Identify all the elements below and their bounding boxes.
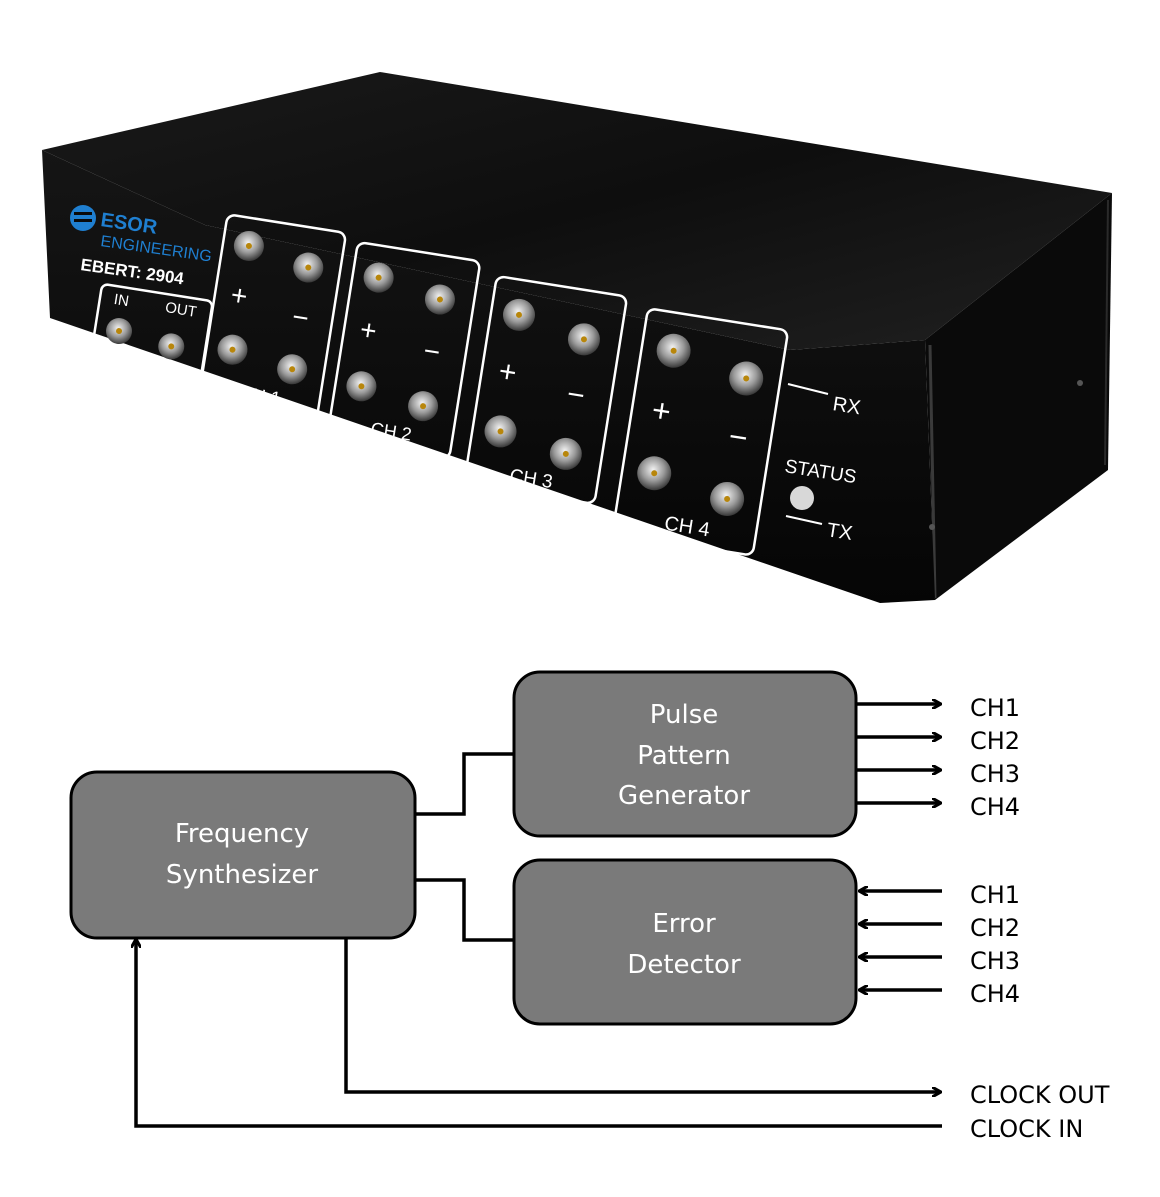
- rx-ch2-label: CH2: [970, 914, 1020, 942]
- synth-label-2: Synthesizer: [166, 860, 318, 890]
- tx-ch2-label: CH2: [970, 727, 1020, 755]
- clock-out-label: OUT: [164, 299, 198, 321]
- ed-label-2: Detector: [627, 950, 741, 980]
- ch3-minus: −: [565, 378, 587, 413]
- ch2-panel: + − CH 2: [326, 241, 481, 460]
- clock-out-label: CLOCK OUT: [970, 1081, 1110, 1109]
- synth-to-ppg-line: [414, 752, 514, 816]
- rx-ch1-label: CH1: [970, 881, 1020, 909]
- ppg-label-2: Pattern: [637, 741, 731, 771]
- tx-ch4-label: CH4: [970, 793, 1020, 821]
- ch1-panel: + − CH 1: [197, 214, 347, 421]
- device-front: [42, 150, 935, 603]
- tx-ch3-label: CH3: [970, 760, 1020, 788]
- ppg-label-1: Pulse: [650, 700, 718, 730]
- device-side: [925, 193, 1112, 600]
- block-diagram: Frequency Synthesizer Pulse Pattern Gene…: [69, 670, 1110, 1143]
- ppg-label-3: Generator: [618, 781, 750, 811]
- clock-in-line: [136, 940, 942, 1128]
- synth-to-ed-line: [414, 878, 514, 942]
- ch2-minus: −: [421, 335, 442, 368]
- ch4-panel: + − CH 4: [612, 308, 789, 556]
- rx-label: RX: [831, 393, 862, 419]
- rx-ch4-label: CH4: [970, 980, 1020, 1008]
- device-photo: ESOR ENGINEERING EBERT: 2904 IN OUT CLOC…: [42, 72, 1112, 603]
- esor-logo-icon: [70, 205, 96, 231]
- ch1-minus: −: [290, 301, 311, 334]
- tx-ch1-label: CH1: [970, 694, 1020, 722]
- ed-label-1: Error: [652, 909, 716, 939]
- ch3-panel: + − CH 3: [463, 275, 628, 505]
- clock-out-line: [344, 936, 940, 1092]
- synth-label-1: Frequency: [175, 819, 309, 849]
- ch1-plus: +: [229, 279, 250, 312]
- clock-in-label: CLOCK IN: [970, 1115, 1083, 1143]
- frequency-synthesizer-box: [69, 770, 417, 940]
- error-detector-box: [512, 858, 858, 1026]
- device-top: [42, 72, 1112, 350]
- clock-in-label: IN: [113, 291, 130, 310]
- status-led: [790, 486, 814, 510]
- pulse-pattern-generator-box: [512, 670, 858, 838]
- tx-label: TX: [825, 519, 854, 545]
- rx-ch3-label: CH3: [970, 947, 1020, 975]
- ch3-plus: +: [496, 355, 518, 390]
- ch2-plus: +: [358, 314, 379, 347]
